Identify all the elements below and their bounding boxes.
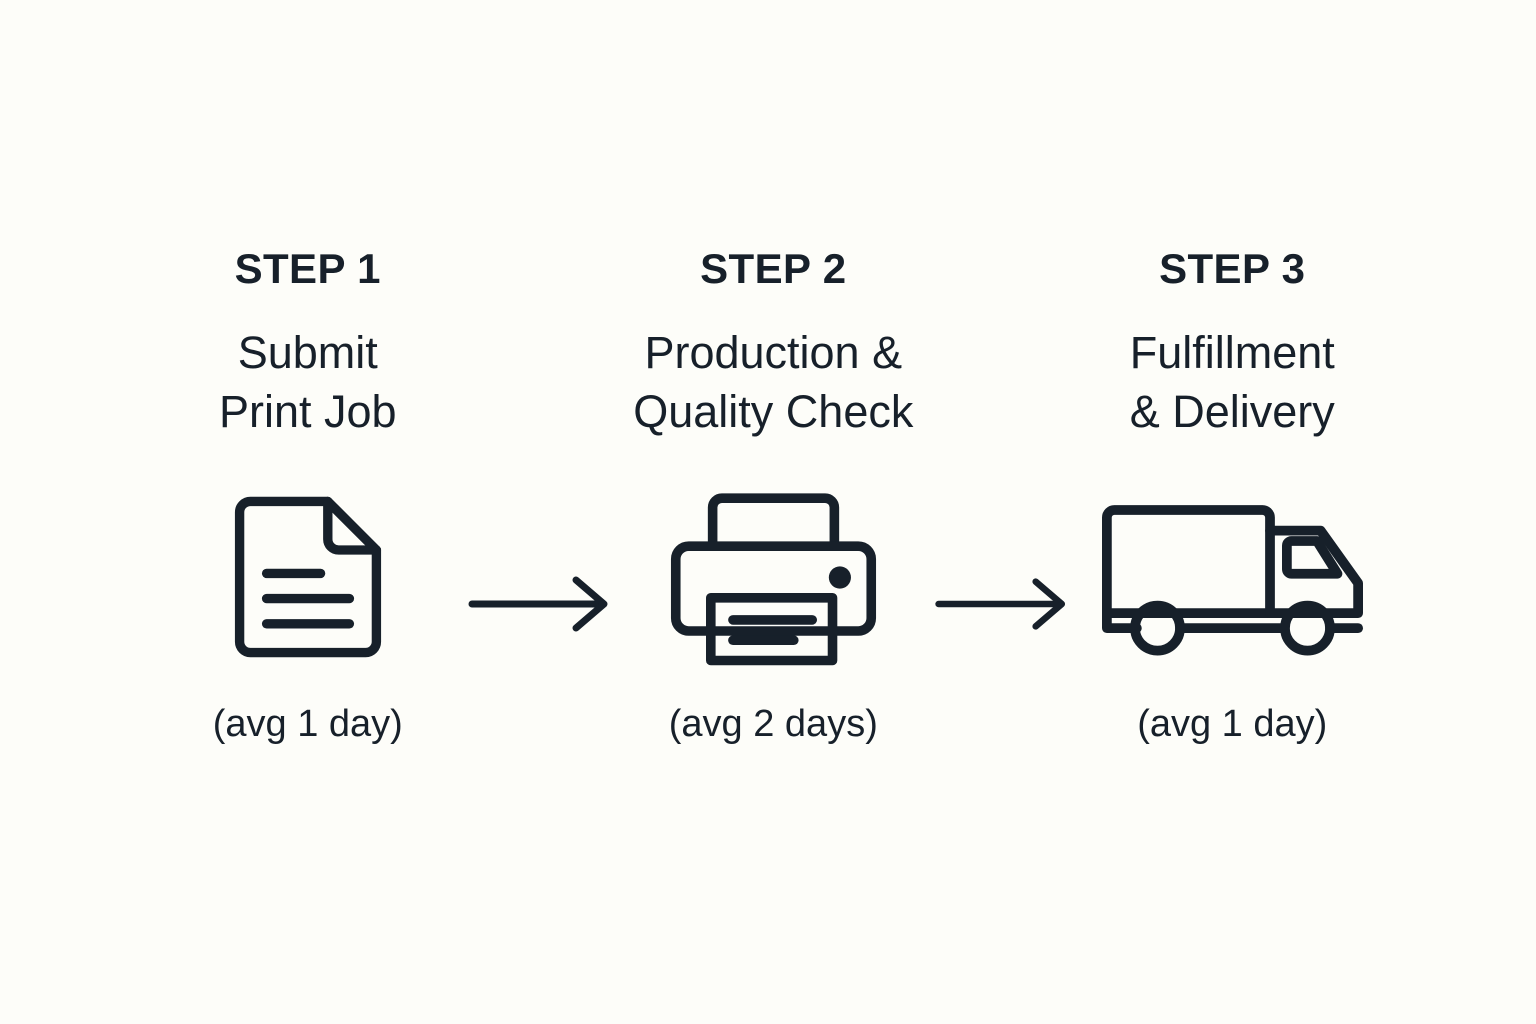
- step-2-icon-wrap: [661, 477, 886, 677]
- step-3-title-line-2: & Delivery: [1129, 385, 1335, 437]
- step-1-caption: (avg 1 day): [212, 703, 403, 745]
- step-2-eyebrow: STEP 2: [700, 245, 847, 292]
- arrow-right-icon: [468, 576, 608, 632]
- process-step-1: STEP 1 Submit Print Job (avg 1 day): [150, 245, 466, 745]
- step-3-title-line-1: Fulfillment: [1129, 327, 1335, 378]
- connector-1: [466, 574, 616, 634]
- step-3-eyebrow: STEP 3: [1159, 245, 1306, 292]
- step-1-eyebrow: STEP 1: [234, 245, 381, 292]
- step-2-caption: (avg 2 days): [668, 703, 878, 745]
- printer-icon: [670, 492, 876, 665]
- step-3-title: Fulfillment & Delivery: [1130, 324, 1335, 441]
- process-step-3: STEP 3 Fulfillment & Delivery (avg 1 day…: [1074, 248, 1390, 743]
- truck-icon: [1101, 504, 1363, 655]
- arrow-right-icon: [935, 578, 1065, 630]
- step-2-title: Production & Quality Check: [633, 324, 913, 441]
- connector-2: [931, 574, 1074, 634]
- step-1-icon-wrap: [218, 477, 398, 677]
- step-2-title-line-2: Quality Check: [633, 385, 914, 437]
- step-2-title-line-1: Production &: [644, 327, 903, 378]
- step-3-icon-wrap: [1090, 477, 1375, 677]
- step-1-title-line-2: Print Job: [218, 385, 397, 437]
- process-step-2: STEP 2 Production & Quality Check (avg 2…: [616, 245, 932, 745]
- step-3-caption: (avg 1 day): [1137, 703, 1328, 745]
- document-icon: [234, 496, 381, 658]
- step-1-title-line-1: Submit: [237, 327, 378, 378]
- step-1-title: Submit Print Job: [219, 324, 397, 441]
- process-flow: STEP 1 Submit Print Job (avg 1 day): [150, 248, 1390, 768]
